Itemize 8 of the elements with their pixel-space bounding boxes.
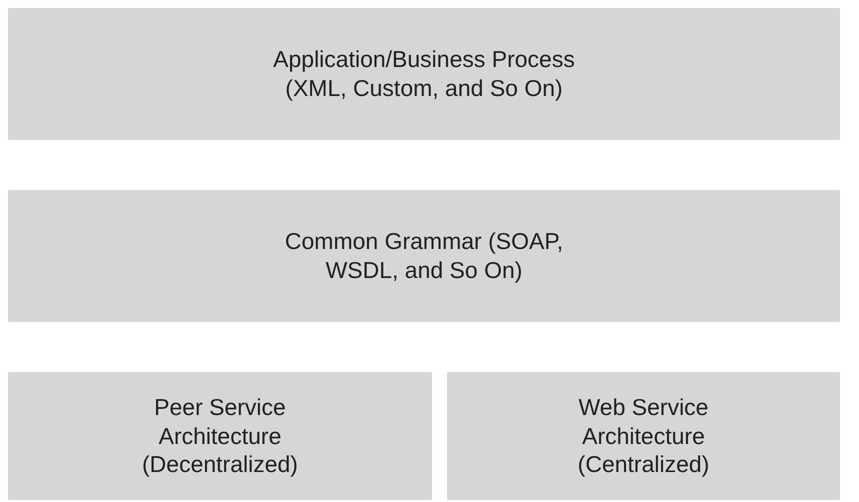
layer-box	[8, 190, 840, 322]
layer-box	[8, 372, 432, 500]
layer-label: Peer Service Architecture (Decentralized)	[141, 392, 299, 480]
layer-label: Web Service Architecture (Centralized)	[576, 392, 710, 480]
layer-label: Application/Business Process (XML, Custom, and So On)	[272, 45, 576, 103]
layer-label: Common Grammar (SOAP, WSDL, and So On)	[284, 227, 564, 285]
layer-box	[8, 8, 840, 140]
layer-box	[447, 372, 840, 500]
